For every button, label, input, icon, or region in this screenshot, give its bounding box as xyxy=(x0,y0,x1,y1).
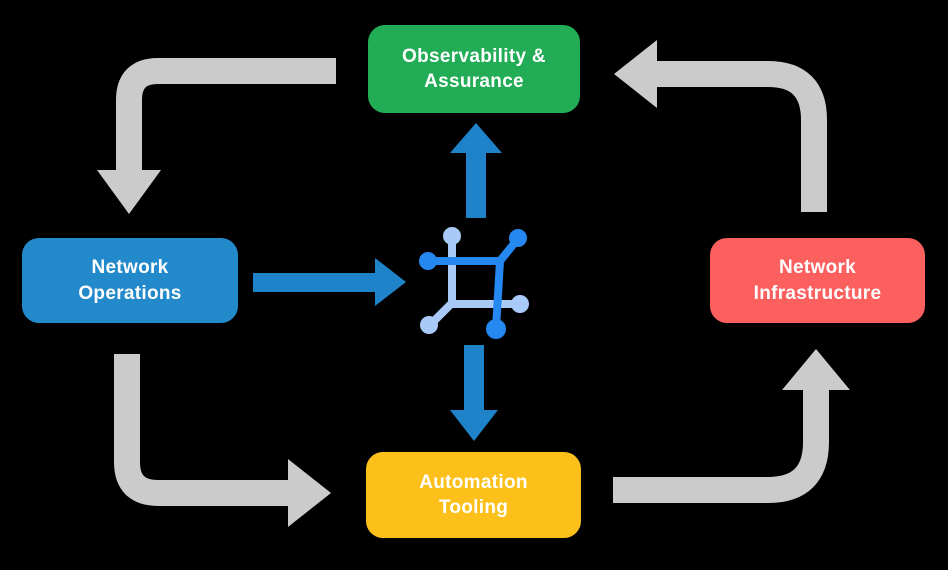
cycle-arrow-automation-to-infrastructure xyxy=(613,349,850,503)
node-label-line: Assurance xyxy=(424,71,524,92)
node-label-line: Observability & xyxy=(402,45,546,67)
arrow-head-up xyxy=(782,349,850,390)
node-network-infrastructure: Network Infrastructure xyxy=(710,238,925,323)
hub-arrow-operations-to-hub xyxy=(253,258,406,306)
hub-arrow-hub-to-automation xyxy=(450,345,498,441)
node-label-line: Automation xyxy=(419,471,528,493)
arrow-shaft xyxy=(613,390,829,503)
node-network-operations: Network Operations xyxy=(22,238,238,323)
node-label-line: Operations xyxy=(78,282,182,304)
node-label-line: Tooling xyxy=(438,497,509,518)
cycle-arrow-observability-to-operations xyxy=(97,58,336,214)
arrow-shaft xyxy=(657,61,827,212)
arrow-head-left xyxy=(614,40,657,108)
node-label-line: Network xyxy=(91,257,169,279)
cycle-arrow-infrastructure-to-observability xyxy=(614,40,827,212)
arrow-shaft xyxy=(114,354,288,506)
node-label-line: Network xyxy=(778,257,857,279)
network-hub-icon xyxy=(419,227,529,339)
node-label-line: Infrastructure xyxy=(753,282,882,304)
arrow-head-down xyxy=(97,170,161,214)
cycle-arrow-operations-to-automation xyxy=(114,354,331,527)
node-automation-tooling: Automation Tooling xyxy=(366,452,581,538)
arrow-shaft xyxy=(116,58,336,172)
arrow-head-right xyxy=(288,459,331,527)
hub-icon-dark-branches xyxy=(419,229,527,339)
node-observability-assurance: Observability & Assurance xyxy=(368,25,580,113)
hub-icon-light-branches xyxy=(420,227,529,334)
hub-arrow-hub-to-observability xyxy=(450,123,502,218)
